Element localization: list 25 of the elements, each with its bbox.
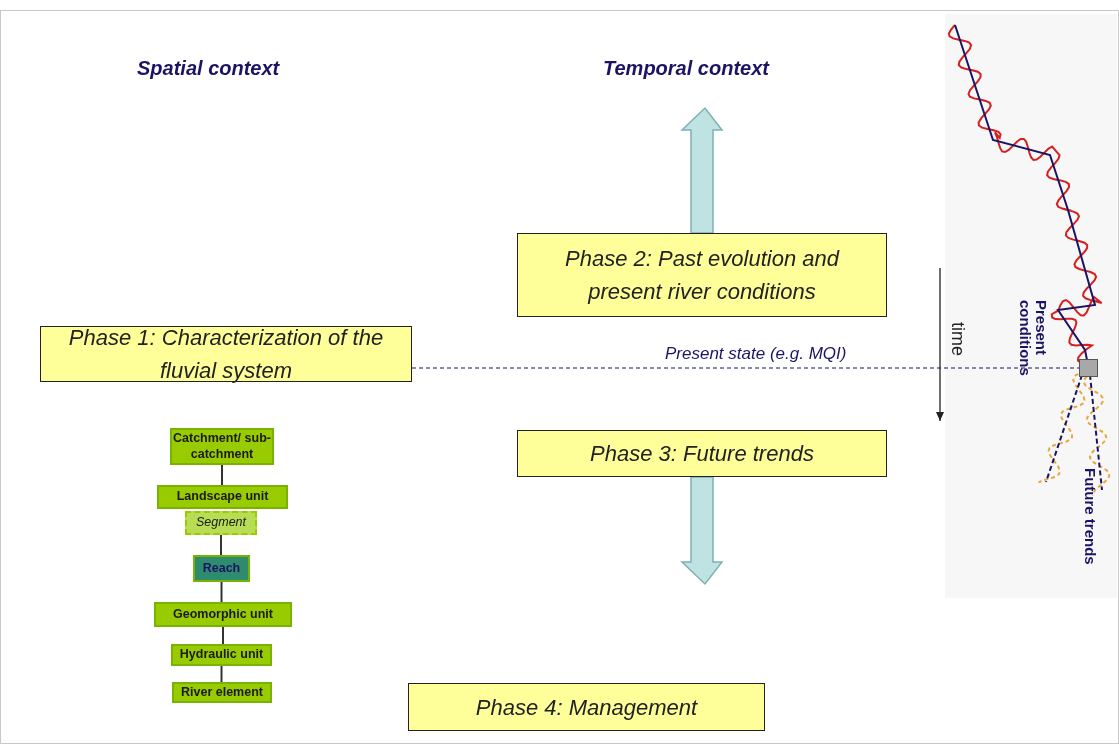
section-heading: Spatial context xyxy=(137,57,280,80)
block-arrow xyxy=(680,476,724,586)
level-box: Segment xyxy=(185,511,257,535)
level-box: Geomorphic unit xyxy=(154,602,292,627)
level-box: Hydraulic unit xyxy=(171,644,272,666)
dashed-line xyxy=(411,367,1080,369)
connector-line xyxy=(222,626,224,645)
phase-box: Phase 2: Past evolution and present river conditions xyxy=(517,233,887,317)
block-arrow xyxy=(680,106,724,234)
phase-box: Phase 4: Management xyxy=(408,683,765,731)
level-box: River element xyxy=(172,682,272,703)
connector-line xyxy=(220,581,223,603)
connector-line xyxy=(220,534,222,556)
axis-label: Present conditions xyxy=(1016,300,1049,378)
section-heading: Temporal context xyxy=(603,57,769,80)
level-box: Catchment/ sub-catchment xyxy=(170,428,274,465)
phase-box: Phase 3: Future trends xyxy=(517,430,887,477)
level-box: Landscape unit xyxy=(157,485,288,509)
present-state-marker xyxy=(1079,359,1098,377)
connector-line xyxy=(221,464,223,486)
axis-label: time xyxy=(947,322,968,356)
level-box: Reach xyxy=(193,555,250,582)
axis-label: Future trends xyxy=(1081,468,1098,565)
connector-line xyxy=(220,665,223,683)
phase-box: Phase 1: Characterization of the fluvial system xyxy=(40,326,412,382)
